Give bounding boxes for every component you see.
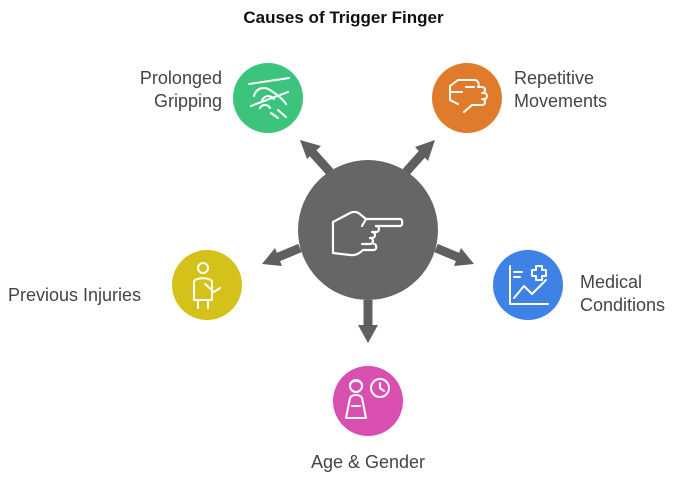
label-previous-injuries: Previous Injuries — [8, 284, 141, 307]
node-previous-injuries — [172, 250, 242, 320]
medical-conditions-circle — [493, 250, 563, 320]
label-prolonged-gripping-line-1: Prolonged — [139, 68, 222, 88]
gripping-hand-icon — [248, 77, 290, 119]
medical-chart-icon — [509, 265, 549, 305]
injured-person-icon — [193, 262, 221, 309]
person-clock-icon — [345, 378, 390, 419]
label-repetitive-movements-line-1: Repetitive — [514, 68, 595, 88]
pointing-hand-icon — [331, 210, 404, 257]
arrow-repetitive-movements — [402, 140, 435, 176]
label-previous-injuries-line-1: Previous Injuries — [8, 285, 142, 305]
label-age-gender-line-1: Age & Gender — [310, 452, 426, 472]
arrow-previous-injuries — [262, 243, 302, 266]
label-repetitive-movements-line-2: Movements — [514, 91, 608, 111]
label-prolonged-gripping-line-2: Gripping — [153, 91, 222, 111]
fist-icon — [449, 79, 488, 113]
age-gender-circle — [333, 366, 403, 436]
label-medical-conditions-line-2: Conditions — [580, 295, 666, 315]
diagram-title: Causes of Trigger Finger — [243, 8, 444, 27]
label-prolonged-gripping: Prolonged Gripping — [140, 67, 222, 113]
arrow-prolonged-gripping — [300, 140, 334, 176]
arrow-medical-conditions — [434, 243, 474, 266]
label-age-gender: Age & Gender — [268, 451, 468, 474]
node-repetitive-movements — [432, 63, 502, 133]
center-circle — [298, 160, 438, 300]
node-prolonged-gripping — [233, 63, 303, 133]
arrow-age-gender — [358, 300, 378, 343]
repetitive-movements-circle — [432, 63, 502, 133]
arrows — [262, 140, 474, 343]
node-medical-conditions — [493, 250, 563, 320]
label-repetitive-movements: Repetitive Movements — [514, 67, 607, 113]
label-medical-conditions-line-1: Medical — [580, 272, 643, 292]
prolonged-gripping-circle — [233, 63, 303, 133]
label-medical-conditions: Medical Conditions — [580, 271, 665, 317]
node-age-gender — [333, 366, 403, 436]
